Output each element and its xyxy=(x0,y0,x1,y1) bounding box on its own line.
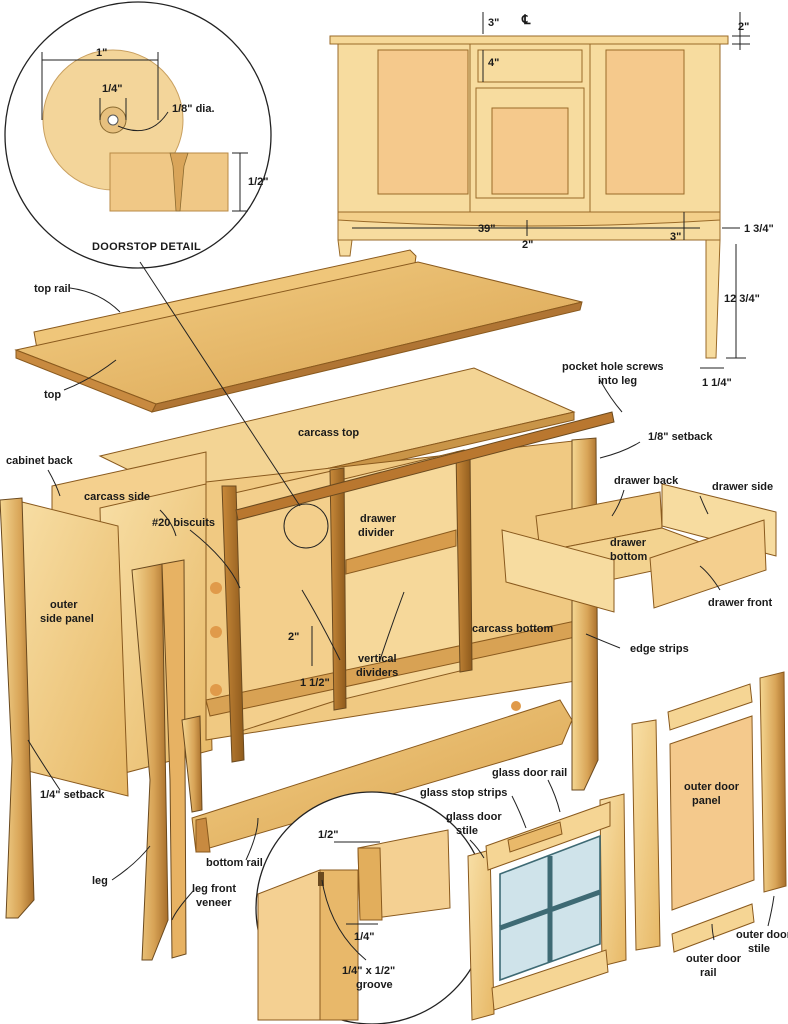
label-outer-side-panel-1: outer xyxy=(50,599,78,611)
label-glass-stop: glass stop strips xyxy=(420,787,507,799)
outer-door-rail-top xyxy=(667,683,753,731)
label-drawer-bottom-1: drawer xyxy=(610,537,647,549)
label-leg: leg xyxy=(92,875,108,887)
label-carcass-side: carcass side xyxy=(84,491,150,503)
label-glass-door-stile-1: glass door xyxy=(446,811,502,823)
label-outer-door-rail-2: rail xyxy=(700,967,717,979)
leader-lines xyxy=(27,287,775,941)
outer-side-panel xyxy=(13,499,129,797)
label-dim-one-half: 1 1/2" xyxy=(300,677,330,689)
label-leg-front-veneer-1: leg front xyxy=(192,883,236,895)
part-labels: top rail top carcass top pocket hole scr… xyxy=(6,283,788,979)
label-outer-door-stile-2: stile xyxy=(748,943,770,955)
glass-stop-strips xyxy=(507,821,563,853)
drawer-side-left xyxy=(501,529,615,613)
top-assembly xyxy=(14,249,583,413)
label-vertical-dividers-2: dividers xyxy=(356,667,398,679)
label-drawer-divider-2: divider xyxy=(358,527,395,539)
label-drawer-side: drawer side xyxy=(712,481,773,493)
label-outer-side-panel-2: side panel xyxy=(40,613,94,625)
leg-front-veneer xyxy=(161,559,187,959)
groove-detail: 1/2" 1/4" 1/4" x 1/2" groove xyxy=(255,791,489,1024)
outer-door xyxy=(631,671,787,953)
label-outer-door-panel-2: panel xyxy=(692,795,721,807)
leg-front-right xyxy=(181,715,203,813)
label-dim-two: 2" xyxy=(288,631,299,643)
elev-dim-top-overhang: 2" xyxy=(738,21,749,33)
outer-door-rail-bottom xyxy=(671,903,755,953)
bottom-rail xyxy=(191,699,573,853)
groove-dim-half: 1/2" xyxy=(318,829,339,841)
glass-door-rail-bottom xyxy=(491,949,609,1011)
label-groove: groove xyxy=(356,979,393,991)
glass-door-stile-right xyxy=(599,793,627,967)
elev-dim-arch: 3" xyxy=(488,17,499,29)
label-setback-eighth: 1/8" setback xyxy=(648,431,713,443)
detail-dim-hole: 1/8" dia. xyxy=(172,103,215,115)
groove-dim-quarter: 1/4" xyxy=(354,931,375,943)
front-elevation: 3" ℄ 2" 4" 39" 2" 3" 1 3/4" 12 3/4" 1 1/… xyxy=(329,12,774,389)
label-edge-strips: edge strips xyxy=(630,643,689,655)
outer-door-stile-left xyxy=(631,719,661,951)
detail-dim-half: 1/2" xyxy=(248,176,269,188)
doorstop-profile xyxy=(109,152,229,212)
label-carcass-bottom: carcass bottom xyxy=(472,623,554,635)
label-carcass-top: carcass top xyxy=(298,427,359,439)
label-drawer-back: drawer back xyxy=(614,475,679,487)
drawer xyxy=(501,483,777,613)
label-glass-door-rail: glass door rail xyxy=(492,767,567,779)
label-bottom-rail: bottom rail xyxy=(206,857,263,869)
outer-door-panel xyxy=(669,715,755,911)
elevation-left-panel xyxy=(377,49,469,195)
label-top-rail: top rail xyxy=(34,283,71,295)
left-side xyxy=(0,497,203,961)
label-pocket-hole-2: into leg xyxy=(598,375,637,387)
elev-dim-leg-width: 1 1/4" xyxy=(702,377,732,389)
elev-center-mark: ℄ xyxy=(521,12,531,27)
elevation-center-panel xyxy=(491,107,569,195)
leg-rear-right xyxy=(571,437,599,791)
label-drawer-bottom-2: bottom xyxy=(610,551,647,563)
doorstop-detail: 1" 1/4" 1/8" dia. 1/2" DOORSTOP DETAIL xyxy=(4,1,272,269)
label-outer-door-rail-1: outer door xyxy=(686,953,742,965)
elev-dim-apron: 3" xyxy=(670,231,681,243)
drawer-front xyxy=(649,519,767,609)
label-biscuits: #20 biscuits xyxy=(152,517,215,529)
label-top: top xyxy=(44,389,61,401)
label-drawer-divider-1: drawer xyxy=(360,513,397,525)
detail-dim-width: 1" xyxy=(96,47,107,59)
doorstop-callout xyxy=(283,503,329,549)
label-setback-quarter: 1/4" setback xyxy=(40,789,105,801)
elev-dim-arch-bottom: 2" xyxy=(522,239,533,251)
elev-dim-width: 39" xyxy=(478,223,495,235)
elev-dim-rail-height: 1 3/4" xyxy=(744,223,774,235)
label-pocket-hole: pocket hole screws xyxy=(562,361,664,373)
elevation-leg-left xyxy=(337,239,353,257)
elevation-drawer xyxy=(477,49,583,83)
label-cabinet-back: cabinet back xyxy=(6,455,74,467)
groove-stile xyxy=(257,869,321,1021)
glass-door xyxy=(467,793,627,1021)
detail-dim-quarter: 1/4" xyxy=(102,83,123,95)
label-groove-size: 1/4" x 1/2" xyxy=(342,965,395,977)
elevation-leg-right xyxy=(705,239,721,359)
label-outer-door-panel-1: outer door xyxy=(684,781,740,793)
label-drawer-front: drawer front xyxy=(708,597,773,609)
label-vertical-dividers-1: vertical xyxy=(358,653,397,665)
elev-dim-drawer-rail: 4" xyxy=(488,57,499,69)
glass-door-stile-left xyxy=(467,849,495,1021)
elevation-right-panel xyxy=(605,49,685,195)
detail-title: DOORSTOP DETAIL xyxy=(92,241,201,253)
label-outer-door-stile-1: outer door xyxy=(736,929,788,941)
leg-rear-left xyxy=(0,497,35,919)
outer-door-stile-right xyxy=(759,671,787,893)
elev-dim-leg-height: 12 3/4" xyxy=(724,293,760,305)
elevation-top xyxy=(329,35,729,45)
label-leg-front-veneer-2: veneer xyxy=(196,897,232,909)
label-glass-door-stile-2: stile xyxy=(456,825,478,837)
